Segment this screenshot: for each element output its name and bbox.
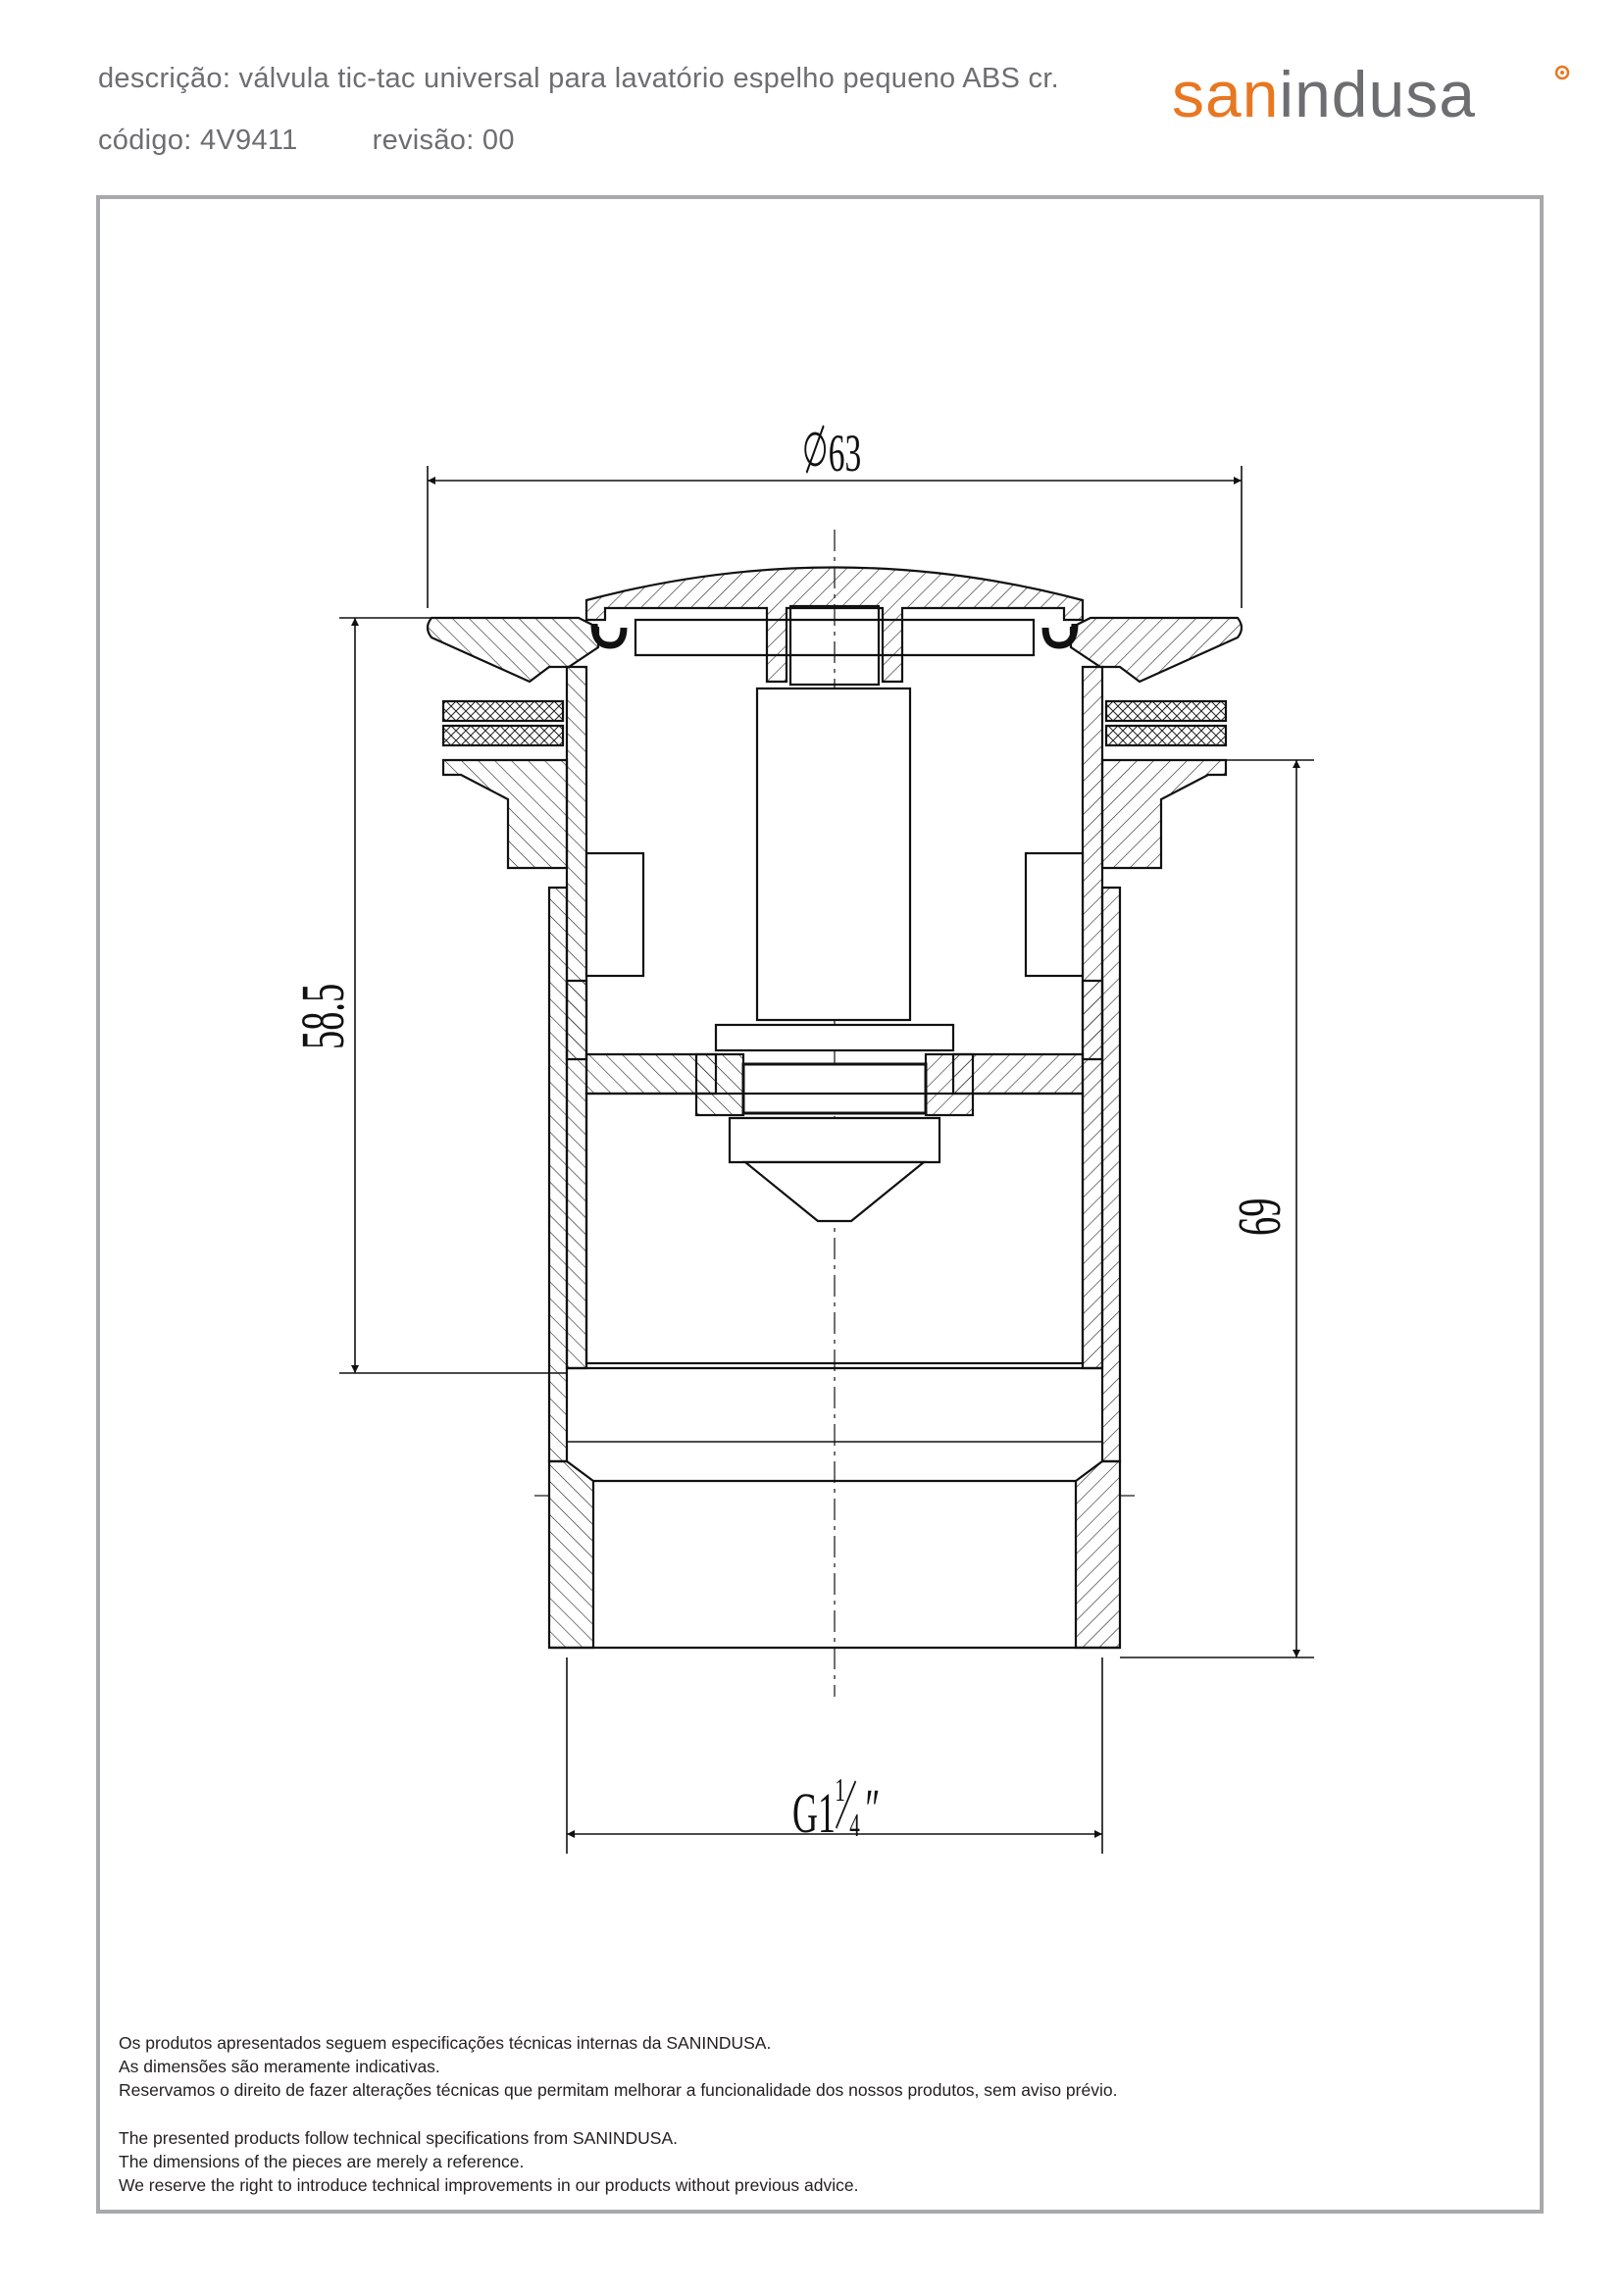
cap-inner <box>634 618 1036 657</box>
washer-right-1 <box>1104 699 1228 723</box>
drawing-frame <box>96 195 1544 2214</box>
dim-label-thread: G1 1 4 ″ <box>792 1772 880 1845</box>
insert-right <box>924 1052 975 1117</box>
sleeve-left <box>565 979 588 1370</box>
dimension-labels: 63 58.5 69 G1 1 4 ″ <box>290 424 1294 1845</box>
washer-left-1 <box>441 699 565 723</box>
cone <box>741 1160 928 1223</box>
plunger-body <box>755 687 912 1022</box>
insert-left <box>694 1052 745 1117</box>
product-code-line: código: 4V9411 revisão: 00 <box>98 125 515 157</box>
body-wall-right-lower <box>1100 886 1122 1463</box>
o-ring-left <box>590 623 628 649</box>
dimensions <box>339 466 1314 1854</box>
valve-section <box>426 530 1243 1697</box>
product-code: código: 4V9411 <box>98 125 298 156</box>
tail-left <box>547 1459 595 1650</box>
logo-dot-icon <box>1560 71 1564 75</box>
inner-chamber <box>584 1092 1085 1365</box>
svg-text:4: 4 <box>849 1808 860 1844</box>
product-description: descrição: válvula tic-tac universal par… <box>98 63 1060 94</box>
body-wall-left-lower <box>547 886 569 1463</box>
svg-text:sanindusa: sanindusa <box>1172 63 1476 130</box>
note-line: The dimensions of the pieces are merely … <box>119 2152 525 2171</box>
sanindusa-logo: sanindusa <box>1172 63 1570 130</box>
o-ring-right <box>1041 623 1079 649</box>
thread-insert <box>741 1062 928 1115</box>
notes-english: The presented products follow technical … <box>119 2126 859 2197</box>
svg-text:G1: G1 <box>792 1783 836 1846</box>
window-right <box>1024 851 1085 978</box>
note-line: Reservamos o direito de fazer alterações… <box>119 2080 1118 2100</box>
svg-text:1: 1 <box>835 1772 845 1809</box>
svg-text:″: ″ <box>865 1779 880 1842</box>
note-line: The presented products follow technical … <box>119 2128 678 2148</box>
window-left <box>584 851 645 978</box>
logo-circle-icon <box>1554 65 1570 80</box>
cap-stem <box>788 604 881 687</box>
cap <box>584 566 1085 684</box>
svg-text:63: 63 <box>829 424 861 483</box>
logo-part-san: san <box>1172 63 1279 130</box>
nut-right <box>1100 758 1228 870</box>
logo-part-indusa: indusa <box>1279 63 1476 130</box>
cone-base <box>728 1116 941 1164</box>
note-line: We reserve the right to introduce techni… <box>119 2175 859 2195</box>
revision-number: revisão: 00 <box>372 125 515 156</box>
washer-left-2 <box>441 724 565 747</box>
dim-label-69: 69 <box>1227 1198 1294 1236</box>
dim-label-diameter: 63 <box>804 424 861 483</box>
dim-label-58-5: 58.5 <box>290 984 358 1049</box>
note-line: Os produtos apresentados seguem especifi… <box>119 2033 772 2053</box>
plunger-collar <box>714 1023 955 1052</box>
tail-right <box>1074 1459 1122 1650</box>
nut-left <box>441 758 569 870</box>
note-line: As dimensões são meramente indicativas. <box>119 2057 440 2076</box>
notes-portuguese: Os produtos apresentados seguem especifi… <box>119 2031 1117 2102</box>
sleeve-right <box>1081 979 1104 1370</box>
washer-right-2 <box>1104 724 1228 747</box>
